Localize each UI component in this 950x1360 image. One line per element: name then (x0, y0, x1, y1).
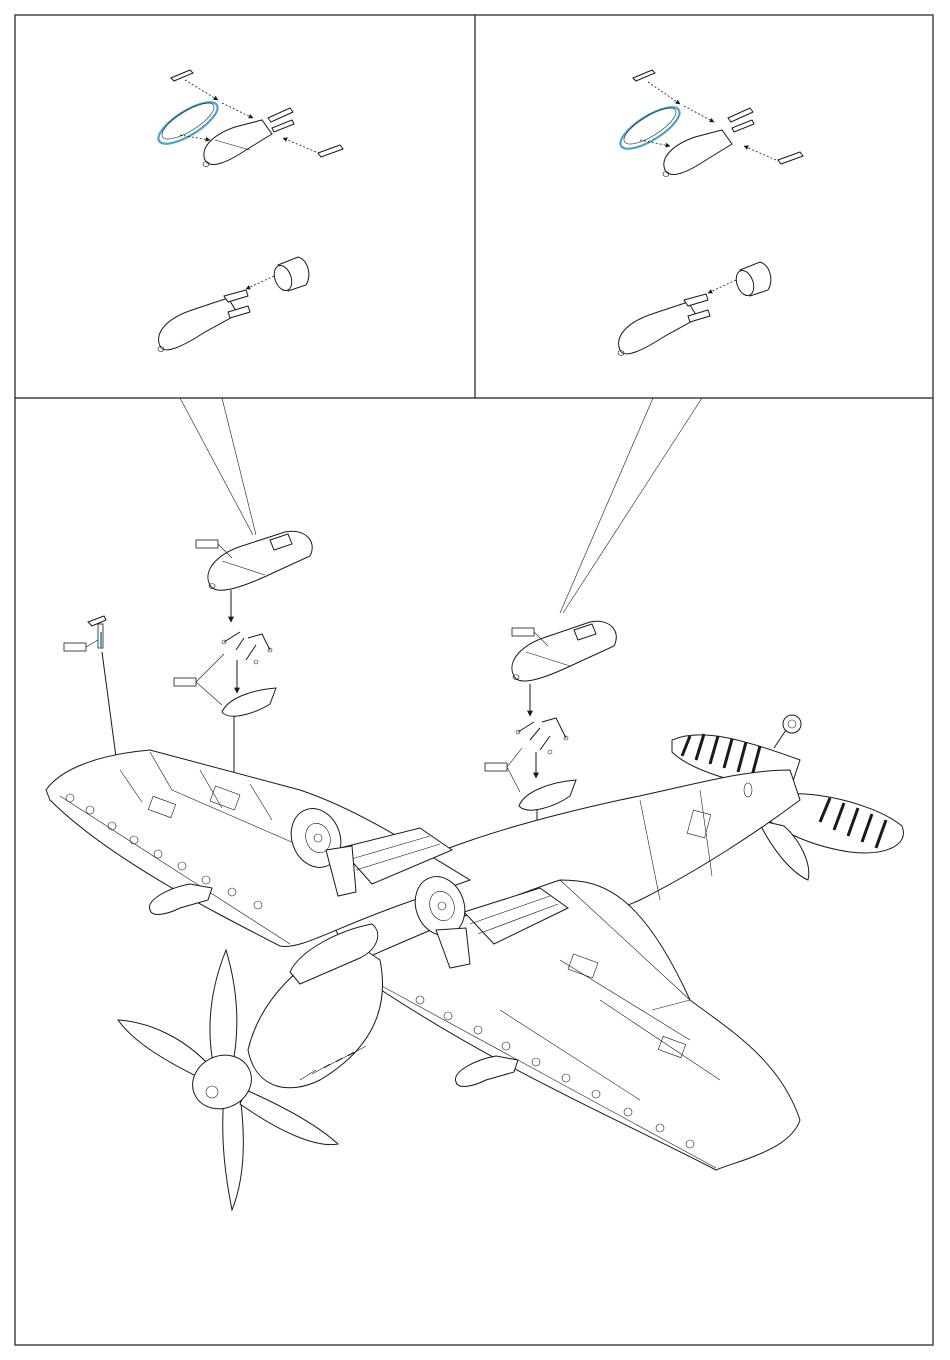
sheet-border (15, 15, 933, 1345)
underwing-store-right (456, 1056, 518, 1086)
arrow-icon (246, 276, 274, 289)
bomb-pe-step-right (615, 70, 803, 177)
bomb-rack-left (222, 632, 272, 664)
arrow-icon (185, 80, 218, 100)
bomb-icon (619, 302, 698, 354)
aircraft-icon (46, 715, 903, 1210)
bomb-left-tag (196, 540, 218, 548)
aerial-mast (64, 616, 118, 772)
bomb-pe-step-left (153, 70, 343, 167)
arrow-icon (708, 280, 736, 293)
bomb-rack-right (516, 718, 568, 754)
bomb-tube-step-left (158, 257, 309, 352)
pe-strip-fin-left (268, 108, 293, 122)
detail-panel-right (615, 70, 803, 356)
detail-panel-left (153, 70, 343, 352)
bomb-crutch-fairing-right (519, 780, 576, 810)
zoom-lines (180, 398, 702, 613)
aerial-tag (64, 643, 86, 651)
pe-strip-top-left (171, 70, 193, 81)
pe-strip-side-left (318, 145, 343, 157)
rack-right-tag (485, 763, 507, 771)
bomb-icon (204, 120, 272, 165)
rack-left-tag (174, 678, 196, 686)
bomb-icon (664, 130, 732, 175)
wheel-icon (774, 715, 801, 748)
bomb-right-tag (512, 628, 534, 636)
pe-strip-fin-left-2 (272, 120, 294, 132)
bomb-crutch-fairing-left (222, 688, 276, 716)
bomb-icon (159, 298, 238, 350)
bomb-tube-step-right (618, 262, 771, 356)
arrow-icon (648, 82, 680, 104)
bomb-icon (208, 531, 312, 590)
underwing-store-left (150, 884, 212, 914)
